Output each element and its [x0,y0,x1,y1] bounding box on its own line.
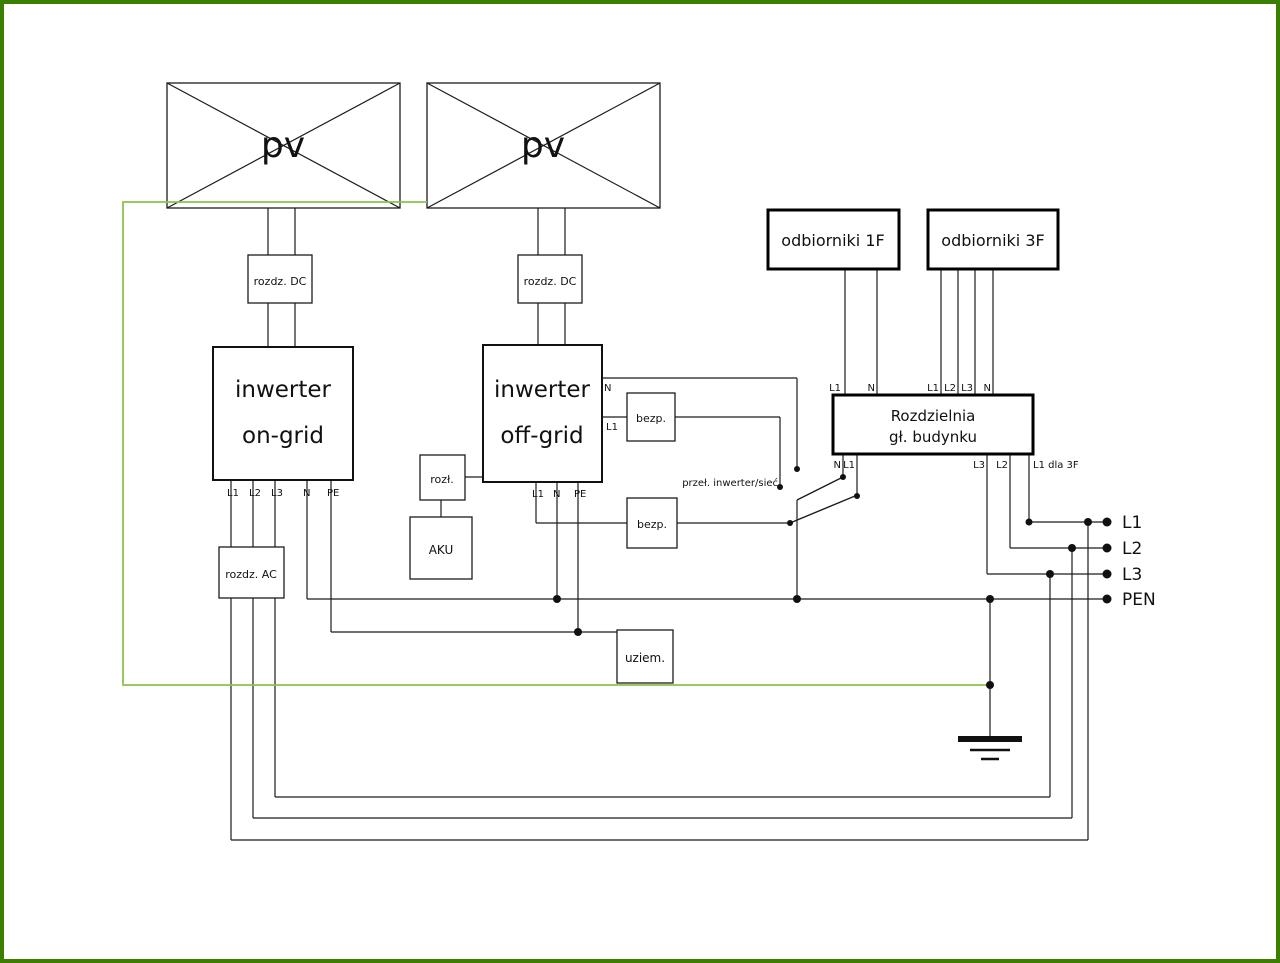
rozdzielnia-n-label: N [834,460,841,471]
rozdzielnia-l2-label: L2 [996,460,1008,471]
rozdz-dc2-box [517,254,583,304]
ongrid-out-n-label: N [303,488,310,499]
pv-frame-earth-wire [122,201,990,686]
earth-bar-1 [958,736,1022,742]
junction-dot [1025,518,1033,526]
ongrid-out-pe-label: PE [327,488,339,499]
wires [230,208,1107,841]
terminal-dot-l2 [1102,543,1112,553]
junction-dot [1084,518,1092,526]
bezp1-box [626,392,676,442]
rozdz-ac-box [218,546,285,599]
switch-contact-dot [840,474,846,480]
inverter-offgrid-label-2: off-grid [500,423,583,449]
pv2-label: pv [521,125,565,166]
junction-dots [553,466,1112,689]
terminal-l2-label: L2 [1122,539,1142,559]
rozdzielnia-box [831,393,1035,456]
boxes [166,82,1060,684]
switch-label: przeł. inwerter/sieć [682,477,778,489]
ongrid-out-l3-label: L3 [271,488,283,499]
offgrid-out-pe-label: PE [574,489,586,500]
terminal-dot-pen [1102,594,1112,604]
rozl-label: rozł. [430,473,453,486]
ongrid-out-l2-label: L2 [249,488,261,499]
bezp2-label: bezp. [637,518,667,531]
rozdz-dc1-label: rozdz. DC [254,275,307,288]
pv2-diagonal [426,82,661,209]
terminal-dot-l1 [1102,517,1112,527]
uziem-label: uziem. [625,651,665,665]
bezp1-label: bezp. [636,412,666,425]
rozdzielnia-l3-label: L3 [973,460,985,471]
aku-box [409,516,473,580]
rozdzielnia-l1-label: L1 [843,460,855,471]
junction-dot [986,595,994,603]
switch-contact-dot [854,493,860,499]
junction-dot [793,595,801,603]
junction-dot [986,681,994,689]
uziem-box [616,629,674,684]
terminal-pen-label: PEN [1122,590,1156,610]
rozl-box [419,454,466,501]
odb3f-l2-label: L2 [944,383,956,394]
pv-installation-diagram: pv pv rozdz. DC rozdz. DC inwerter on-gr… [122,82,1156,841]
terminal-dot-l3 [1102,569,1112,579]
terminal-l3-label: L3 [1122,565,1142,585]
offgrid-out-l1-label: L1 [532,489,544,500]
rozdz-ac-label: rozdz. AC [225,568,277,581]
pv-array-1 [166,82,401,209]
pv-array-2 [426,82,661,209]
labels: pv pv rozdz. DC rozdz. DC inwerter on-gr… [225,125,1155,665]
odb1f-l1-label: L1 [829,383,841,394]
offgrid-right-n-label: N [604,383,611,394]
inverter-offgrid-label-1: inwerter [494,377,591,403]
ongrid-out-l1-label: L1 [227,488,239,499]
inverter-ongrid-label-2: on-grid [242,423,324,449]
switch-contact-dot [777,484,783,490]
offgrid-out-n-label: N [553,489,560,500]
pv1-diagonal [166,82,401,209]
inverter-ongrid-box [212,346,354,481]
inverter-offgrid-box [482,344,603,483]
switch-contact-dot [794,466,800,472]
rozdzielnia-l1-3f-label: L1 dla 3F [1033,460,1079,471]
odbiorniki-3f-label: odbiorniki 3F [941,231,1044,250]
switch-blade-n [796,477,842,501]
rozdz-dc1-box [247,254,313,304]
odb3f-n-label: N [984,383,991,394]
rozdz-dc2-label: rozdz. DC [524,275,577,288]
terminal-l1-label: L1 [1122,513,1142,533]
odbiorniki-1f-label: odbiorniki 1F [781,231,884,250]
pv1-label: pv [261,125,305,166]
aku-label: AKU [429,543,454,557]
offgrid-right-l1-label: L1 [606,422,618,433]
switch-contact-dot [787,520,793,526]
odbiorniki-1f-box [766,208,901,271]
rozdzielnia-label-2: gł. budynku [889,428,977,446]
odb1f-n-label: N [868,383,875,394]
odbiorniki-3f-box [926,208,1060,271]
rozdzielnia-label-1: Rozdzielnia [891,407,976,425]
bezp2-box [626,497,678,549]
junction-dot [553,595,561,603]
junction-dot [1046,570,1054,578]
junction-dot [1068,544,1076,552]
switch-blade-l1 [789,495,856,524]
odb3f-l3-label: L3 [961,383,973,394]
earth-ground-symbol [958,736,1022,761]
odb3f-l1-label: L1 [927,383,939,394]
inverter-ongrid-label-1: inwerter [235,377,332,403]
junction-dot [574,628,582,636]
